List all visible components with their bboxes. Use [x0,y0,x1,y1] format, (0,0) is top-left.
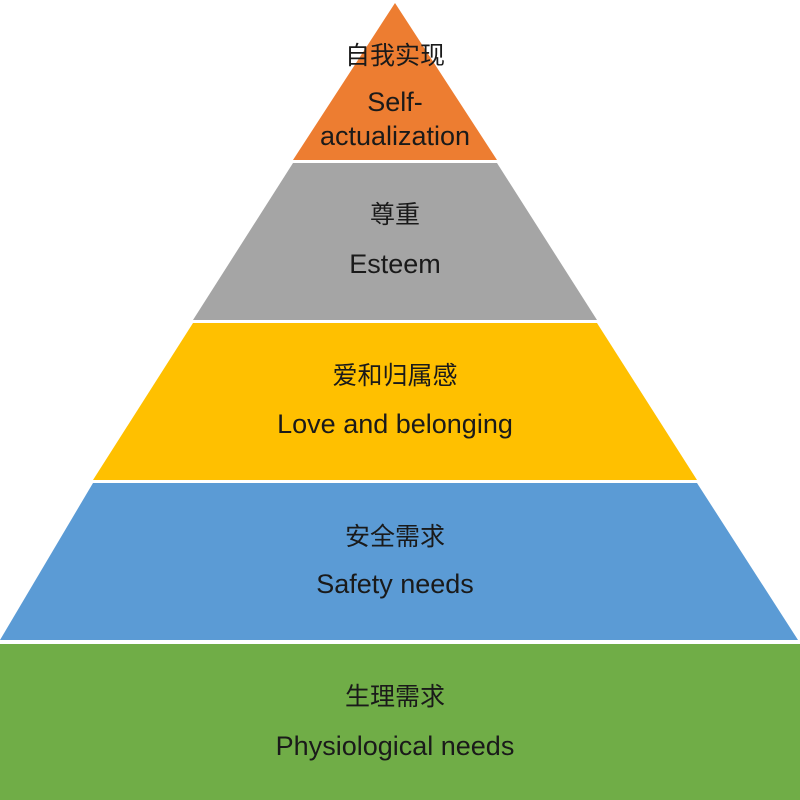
tier-safety-needs: 安全需求 Safety needs [0,483,798,640]
tier-esteem-english-label: Esteem [349,249,441,279]
tier-love-and-belonging: 爱和归属感 Love and belonging [93,323,697,480]
tier-safety-needs-english-label: Safety needs [316,569,474,599]
tier-esteem-shape [193,163,597,320]
tier-self-actualization-english-label-line-1: Self- [367,87,423,117]
tier-love-and-belonging-shape [93,323,697,480]
tier-self-actualization: 自我实现 Self- actualization [293,3,497,160]
tier-physiological-needs-english-label: Physiological needs [276,731,515,761]
tier-esteem-chinese-label: 尊重 [370,200,420,229]
tier-love-and-belonging-english-label: Love and belonging [277,409,513,439]
tier-physiological-needs-chinese-label: 生理需求 [345,682,445,711]
tier-safety-needs-chinese-label: 安全需求 [345,522,445,551]
tier-self-actualization-english-label-line-2: actualization [320,121,470,151]
tier-esteem: 尊重 Esteem [193,163,597,320]
tier-physiological-needs: 生理需求 Physiological needs [0,644,800,800]
tier-safety-needs-shape [0,483,798,640]
tier-self-actualization-shape [293,3,497,160]
tier-love-and-belonging-chinese-label: 爱和归属感 [332,361,457,390]
tier-physiological-needs-shape [0,644,800,800]
tier-self-actualization-chinese-label: 自我实现 [345,41,445,70]
